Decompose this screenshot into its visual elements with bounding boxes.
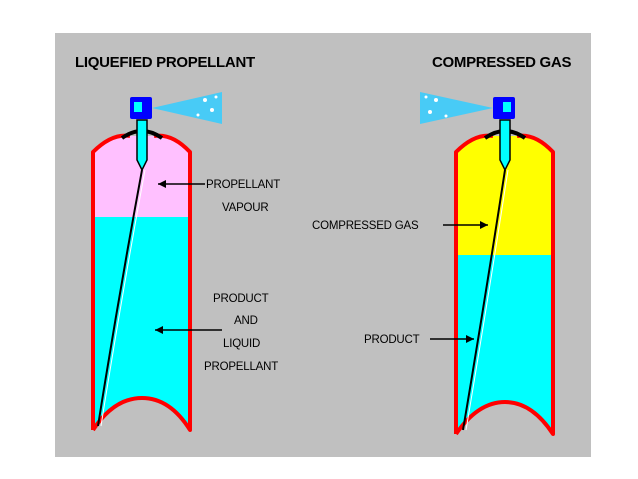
product-fill [456,255,553,432]
label-product: PRODUCT [213,293,269,305]
label-product: PRODUCT [364,334,420,346]
dip-tube [462,169,506,431]
spray-icon [420,92,493,124]
label-compressed-gas: COMPRESSED GAS [312,220,419,232]
label-liquid-propellant: PROPELLANT [204,361,278,373]
label-vapour: VAPOUR [222,202,269,214]
arrow-product [430,335,474,343]
valve-stem [136,119,148,172]
label-and: AND [234,315,258,327]
spray-icon [152,92,222,124]
can-liquefied [91,92,222,432]
dip-tube [97,169,143,427]
label-liquid: LIQUID [223,338,260,350]
valve-stem [499,119,511,172]
arrow-product-liquid [155,326,222,334]
arrow-compressed-gas [443,221,488,229]
arrow-propellant-vapour [158,180,205,188]
title-compressed-gas: COMPRESSED GAS [432,54,571,71]
liquid-fill [93,217,190,428]
title-liquefied-propellant: LIQUEFIED PROPELLANT [75,54,255,71]
label-propellant: PROPELLANT [206,179,280,191]
can-compressed-gas [420,92,555,436]
